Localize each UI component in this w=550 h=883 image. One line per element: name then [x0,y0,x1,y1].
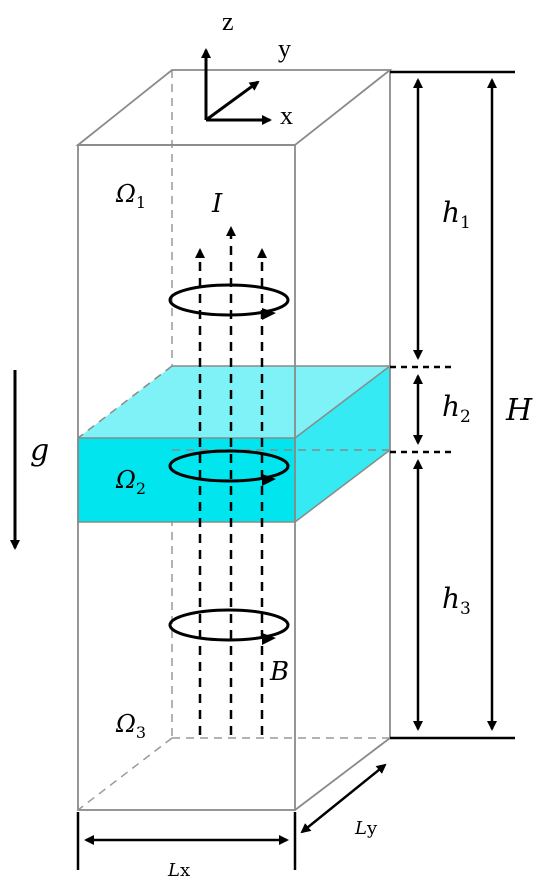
omega-2-label: Ω2 [115,466,146,498]
current-label: I [211,189,223,219]
box-edges [75,69,393,811]
ly-label: Ly [354,818,378,839]
magnetic-field-label: B [269,657,289,687]
middle-layer [77,365,391,523]
field-loop-arrowheads [262,308,276,645]
h3-label: h3 [442,582,471,619]
layer-top-face [78,366,390,438]
axis-y-label: y [278,34,291,63]
h1-label: h1 [442,196,471,233]
box-hidden-edges [77,70,390,811]
field-loop-top [168,283,290,317]
axis-z-label: z [222,7,234,36]
H-label: H [505,393,533,428]
h2-label: h2 [442,390,471,427]
lx-dimension [76,812,297,870]
field-loop-bottom [168,608,290,642]
field-loop-middle [168,449,290,483]
lx-label: Lx [167,860,190,881]
omega-1-label: Ω1 [115,180,146,212]
ly-dimension [300,763,387,834]
magnetic-field-loops [168,283,290,642]
y-axis-arrow [205,80,260,122]
gravity-label: g [30,433,49,468]
current-lines [195,226,267,735]
omega-3-label: Ω3 [115,710,146,742]
height-dimensions [390,70,515,740]
axis-x-label: x [280,101,293,130]
layer-right-face [295,366,390,522]
coordinate-axes [201,48,272,125]
